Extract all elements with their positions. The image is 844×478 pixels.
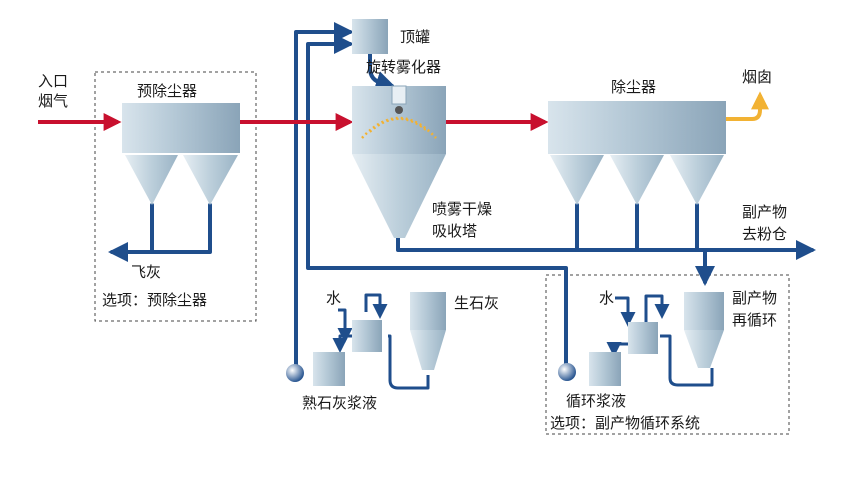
fly-ash-pipe	[150, 203, 212, 254]
byproduct-line	[396, 233, 816, 260]
inlet-label-1: 入口	[38, 72, 68, 90]
atomizer-disc	[395, 106, 403, 114]
fly-ash-label: 飞灰	[131, 263, 161, 281]
byproduct-silo-label-2: 去粉仓	[742, 225, 787, 243]
tank-to-atomizer-pipe	[368, 52, 396, 91]
water-left-label: 水	[326, 289, 341, 307]
pre-collector-option-box	[94, 71, 257, 322]
dust-collector	[548, 101, 726, 205]
byproduct-recycle-label-1: 副产物	[732, 289, 777, 307]
water-left-pipe	[337, 308, 353, 343]
byproduct-recycle-silo	[684, 292, 724, 368]
top-tank-label: 顶罐	[400, 28, 430, 46]
top-tank	[352, 19, 388, 54]
dust-collector-label: 除尘器	[611, 78, 656, 96]
option-recycle-label: 选项：副产物循环系统	[550, 414, 700, 432]
mixer-to-tank-pipe	[606, 342, 628, 357]
slaked-lime-label: 熟石灰浆液	[302, 394, 377, 412]
spray-tower-label-2: 吸收塔	[432, 222, 477, 240]
recycle-feed-pipe	[306, 34, 568, 372]
water-right-label: 水	[599, 289, 614, 307]
water-right-pipe	[615, 296, 636, 327]
pre-collector-label: 预除尘器	[137, 82, 197, 100]
slaked-lime-tank	[313, 352, 345, 386]
stack-arrow	[726, 91, 769, 121]
spray-pattern-inner	[369, 118, 429, 133]
slaker-to-tank-pipe	[332, 334, 352, 353]
lime-feed-pipe	[294, 22, 354, 374]
atomizer-head	[391, 85, 407, 105]
quicklime-label: 生石灰	[454, 294, 499, 312]
recycle-slurry-pump	[558, 363, 576, 381]
option-pre-collector-label: 选项：预除尘器	[102, 291, 207, 309]
spray-pattern	[361, 116, 437, 139]
byproduct-to-mixer-pipe	[644, 294, 670, 322]
lime-to-slaker-pipe	[364, 293, 388, 319]
slaker	[352, 320, 382, 352]
spray-tower-label-1: 喷雾干燥	[432, 200, 492, 218]
recycle-mixer	[628, 322, 658, 354]
recycle-slurry-tank	[589, 352, 621, 386]
recycle-slurry-label: 循环浆液	[566, 392, 626, 410]
byproduct-silo-label-1: 副产物	[742, 203, 787, 221]
inlet-label-2: 烟气	[38, 92, 68, 110]
spray-dryer-absorber	[352, 85, 446, 238]
lime-silo-pipe	[388, 334, 430, 390]
pre-collector	[122, 103, 240, 205]
slaked-lime-pump	[286, 364, 304, 382]
stack-label: 烟囱	[742, 68, 772, 86]
byproduct-recycle-label-2: 再循环	[732, 311, 777, 329]
recycle-option-box	[545, 274, 790, 435]
recycle-silo-pipe	[660, 334, 714, 387]
atomizer-label: 旋转雾化器	[366, 58, 441, 76]
quicklime-silo	[410, 292, 446, 370]
